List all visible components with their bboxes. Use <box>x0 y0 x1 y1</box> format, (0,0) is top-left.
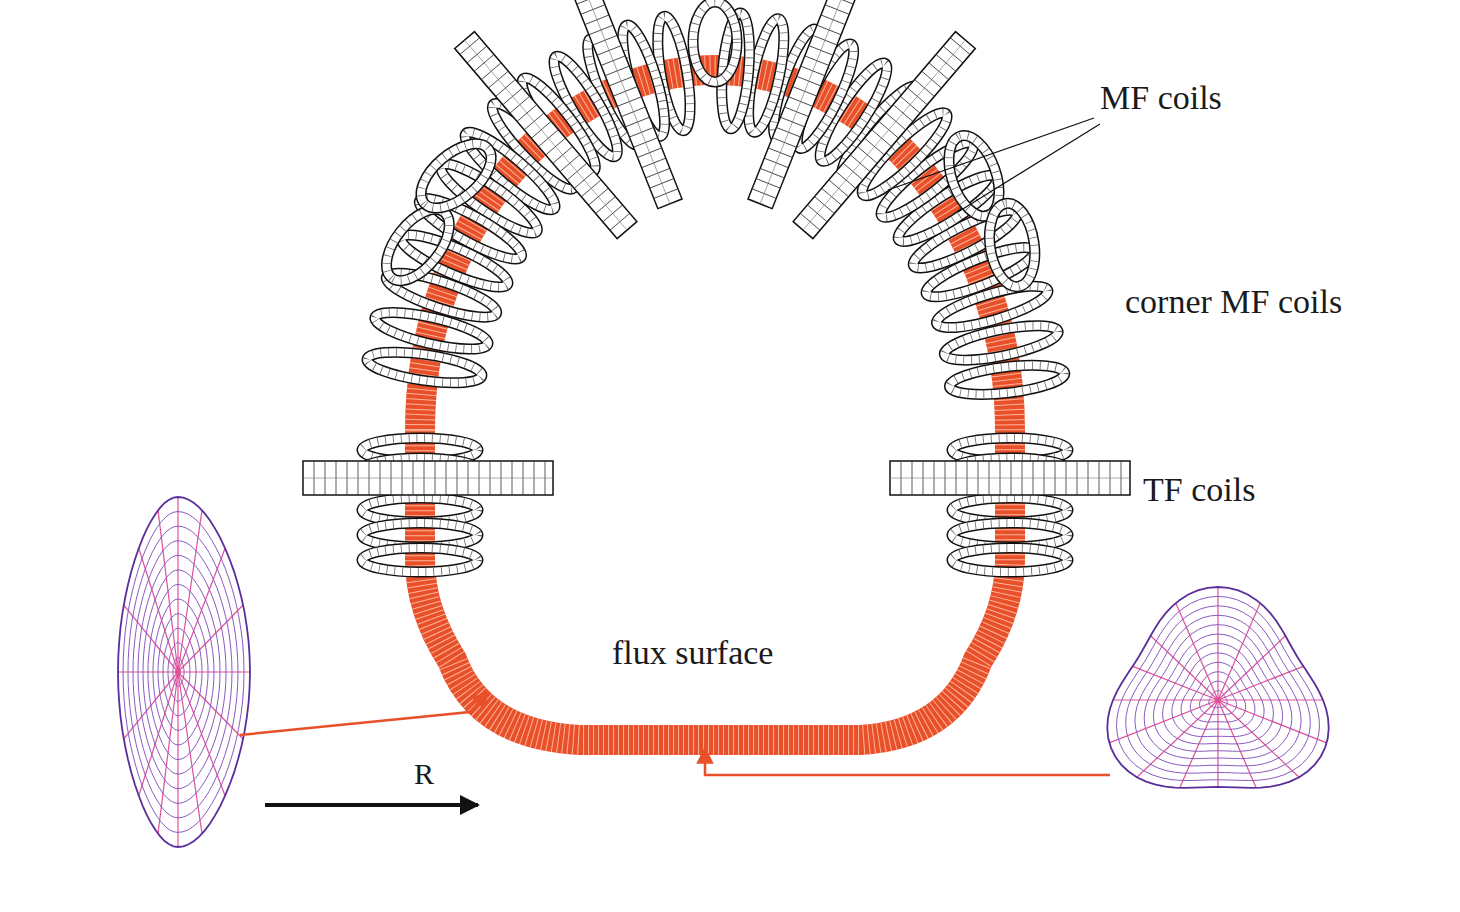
coil-segment <box>829 0 853 4</box>
flux-contour <box>133 541 232 804</box>
coil-segments <box>362 548 478 572</box>
flux-surface <box>420 70 1010 740</box>
flux-contour <box>118 497 250 847</box>
top-loop-coil <box>693 2 737 82</box>
flux-contour <box>1181 662 1255 729</box>
flux-contour <box>1209 691 1227 708</box>
leader-lines <box>240 118 1110 775</box>
mf-coil <box>793 32 975 239</box>
coil-midline <box>578 0 670 204</box>
coil-edge <box>984 200 1040 290</box>
coil-bar <box>793 32 975 239</box>
coil-edge <box>410 132 502 220</box>
coil-edge <box>952 548 1068 572</box>
surface-label: flux surface <box>612 633 773 674</box>
coil-midline <box>890 478 1130 479</box>
flux-contour <box>128 526 238 818</box>
coil-bar <box>890 461 1130 495</box>
coil-edge <box>948 360 1066 399</box>
coil-set <box>303 0 1130 572</box>
flux-contour <box>158 614 202 731</box>
coil-midline <box>303 478 553 479</box>
axis-label: R <box>414 756 434 792</box>
modular-coil <box>365 346 484 388</box>
coil-body <box>365 346 484 388</box>
tf-coil <box>890 461 1130 495</box>
coil-bar <box>566 0 682 209</box>
corner-mf-coil <box>374 198 461 291</box>
flux-contour <box>138 555 226 788</box>
flux-contour <box>173 657 184 686</box>
coil-body <box>374 198 461 291</box>
flux-contour <box>143 570 220 774</box>
corner-mf-coil <box>984 200 1040 290</box>
coil-segments <box>374 198 461 291</box>
flux-contour <box>1200 681 1237 714</box>
coil-edge <box>374 198 461 291</box>
coil-label: TF coils <box>1143 470 1255 511</box>
triangular-cross-section <box>1107 587 1328 788</box>
coil-label: corner MF coils <box>1125 282 1342 323</box>
corner-mf-coil <box>410 132 502 220</box>
coil-body <box>952 548 1068 572</box>
coil-segments <box>410 132 502 220</box>
axis-dot <box>175 669 181 675</box>
coil-segments <box>693 2 737 82</box>
mf-coil <box>566 0 682 209</box>
coil-edge <box>362 548 478 572</box>
flux-contour <box>1117 596 1320 780</box>
modular-coil <box>952 548 1068 572</box>
flux-contour <box>123 512 244 833</box>
modular-coil <box>362 548 478 572</box>
axis-dot <box>1215 697 1221 703</box>
flux-contour <box>163 628 196 716</box>
coil-body <box>362 548 478 572</box>
coil-midline <box>803 40 965 230</box>
coil-label: MF coils <box>1100 78 1222 119</box>
coil-bar <box>303 461 553 495</box>
flux-contour <box>168 643 190 701</box>
coil-body <box>410 132 502 220</box>
coil-segments <box>984 200 1040 290</box>
coil-segments <box>365 346 484 388</box>
flux-contour <box>1144 625 1292 759</box>
tf-coil <box>303 461 553 495</box>
flux-contour <box>148 585 214 760</box>
coil-body <box>693 2 737 82</box>
elongated-cross-section <box>118 497 250 847</box>
flux-contour <box>1153 634 1282 751</box>
radius-arrow <box>265 805 478 806</box>
coil-edge <box>693 2 737 82</box>
coil-segments <box>948 360 1066 399</box>
coil-segment <box>577 0 601 4</box>
coil-segments <box>952 548 1068 572</box>
flux-contour <box>1190 672 1245 722</box>
cross-sections <box>118 497 1329 847</box>
flux-contour <box>153 599 208 745</box>
coil-body <box>948 360 1066 399</box>
flux-contour <box>1107 587 1328 788</box>
modular-coil <box>948 360 1066 399</box>
coil-body <box>984 200 1040 290</box>
coil-edge <box>365 346 484 388</box>
flux-contour <box>1135 615 1301 766</box>
flux-contour <box>1163 644 1274 744</box>
